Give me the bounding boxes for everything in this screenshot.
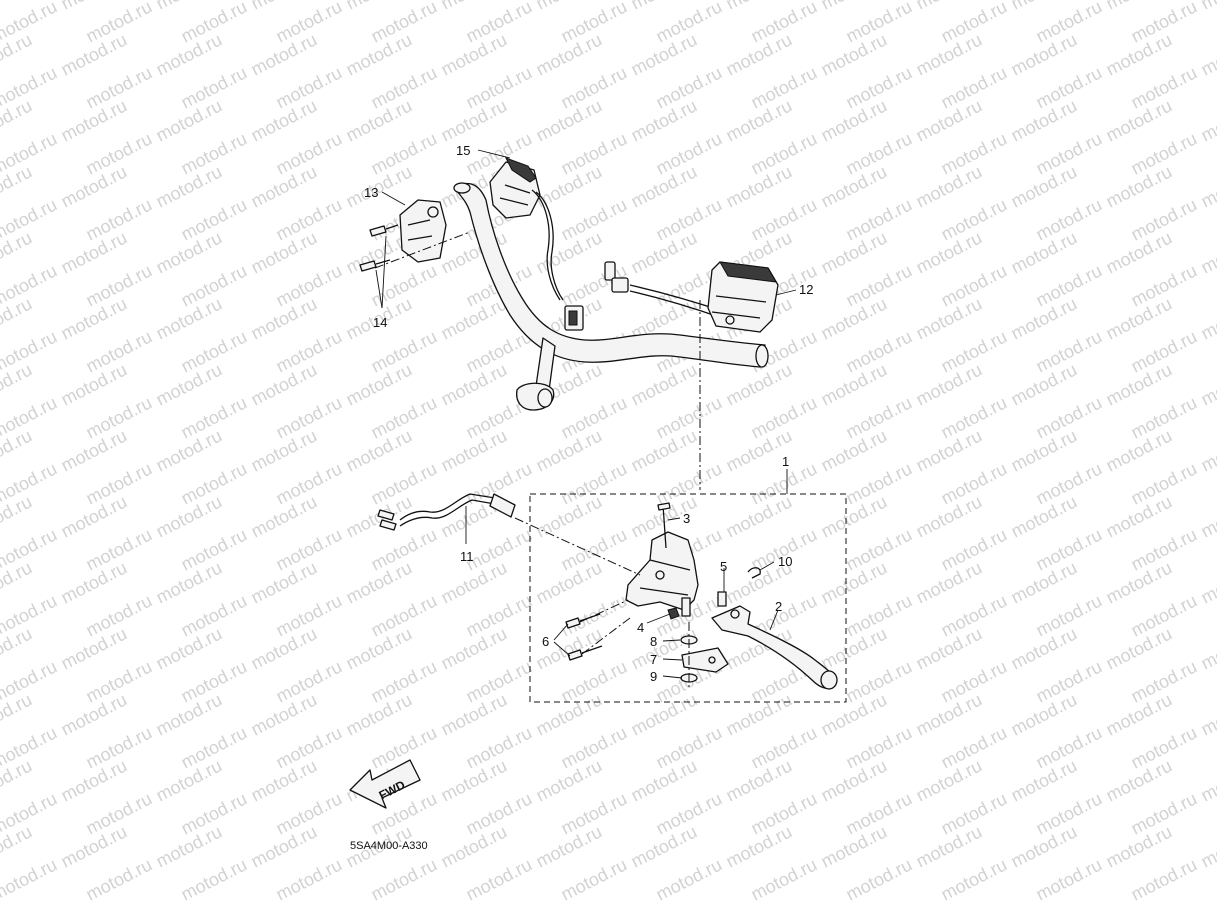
watermark-text: motod.ru	[1198, 425, 1217, 475]
watermark-text: motod.ru	[1198, 293, 1217, 343]
watermark-text: motod.ru	[1198, 359, 1217, 409]
callout-8: 8	[650, 634, 657, 649]
watermark-text: motod.ru	[178, 854, 250, 904]
watermark-text: motod.ru	[558, 854, 630, 904]
assembly-1-box	[529, 493, 847, 703]
callout-10: 10	[778, 554, 792, 569]
watermark-text: motod.ru	[1198, 0, 1217, 14]
lever-2	[711, 605, 838, 690]
fwd-arrow-icon: FWD	[349, 759, 421, 809]
watermark-text: motod.ru	[0, 854, 60, 904]
callout-labels: 15 13 14 12 1 3 11 5 10 2 4 6 8 7 9	[364, 143, 813, 684]
handlebar	[453, 182, 769, 411]
leader-lines	[375, 149, 797, 679]
alignment-lines	[374, 231, 701, 690]
watermark-text: motod.ru	[748, 854, 820, 904]
watermark-text: motod.ru	[368, 854, 440, 904]
watermark-text: motod.ru	[938, 854, 1010, 904]
callout-11: 11	[460, 549, 474, 564]
watermark-text: motod.ru	[1198, 95, 1217, 145]
watermark-text: motod.ru	[1198, 689, 1217, 739]
callout-13: 13	[364, 185, 378, 200]
callout-15: 15	[456, 143, 470, 158]
watermark-text: motod.ru	[1198, 821, 1217, 871]
watermark-text: motod.ru	[463, 854, 535, 904]
callout-12: 12	[799, 282, 813, 297]
callout-7: 7	[650, 652, 657, 667]
callout-9: 9	[650, 669, 657, 684]
switch-13	[399, 199, 447, 263]
watermark-text: motod.ru	[1198, 227, 1217, 277]
watermark-text: motod.ru	[1198, 623, 1217, 673]
watermark-text: motod.ru	[1128, 854, 1200, 904]
cable-11	[377, 493, 516, 531]
callout-6: 6	[542, 634, 549, 649]
watermark-text: motod.ru	[1198, 557, 1217, 607]
watermark-text: motod.ru	[1033, 854, 1105, 904]
switch-15	[489, 157, 584, 331]
watermark-text: motod.ru	[1198, 29, 1217, 79]
diagram-code: 5SA4M00-A330	[350, 840, 428, 852]
switch-12	[604, 261, 779, 333]
watermark-text: motod.ru	[273, 854, 345, 904]
callout-4: 4	[637, 620, 644, 635]
watermark-text: motod.ru	[843, 854, 915, 904]
watermark-text: motod.ru	[653, 854, 725, 904]
screws-14	[359, 224, 399, 272]
watermark-text: motod.ru	[1198, 755, 1217, 805]
callout-3: 3	[683, 511, 690, 526]
watermark-text: motod.ru	[1198, 491, 1217, 541]
callout-14: 14	[373, 315, 387, 330]
callout-1: 1	[782, 454, 789, 469]
watermark-text: motod.ru	[83, 854, 155, 904]
callout-5: 5	[720, 559, 727, 574]
callout-2: 2	[775, 599, 782, 614]
lever-holder	[625, 502, 699, 617]
watermark-text: motod.ru	[1198, 161, 1217, 211]
